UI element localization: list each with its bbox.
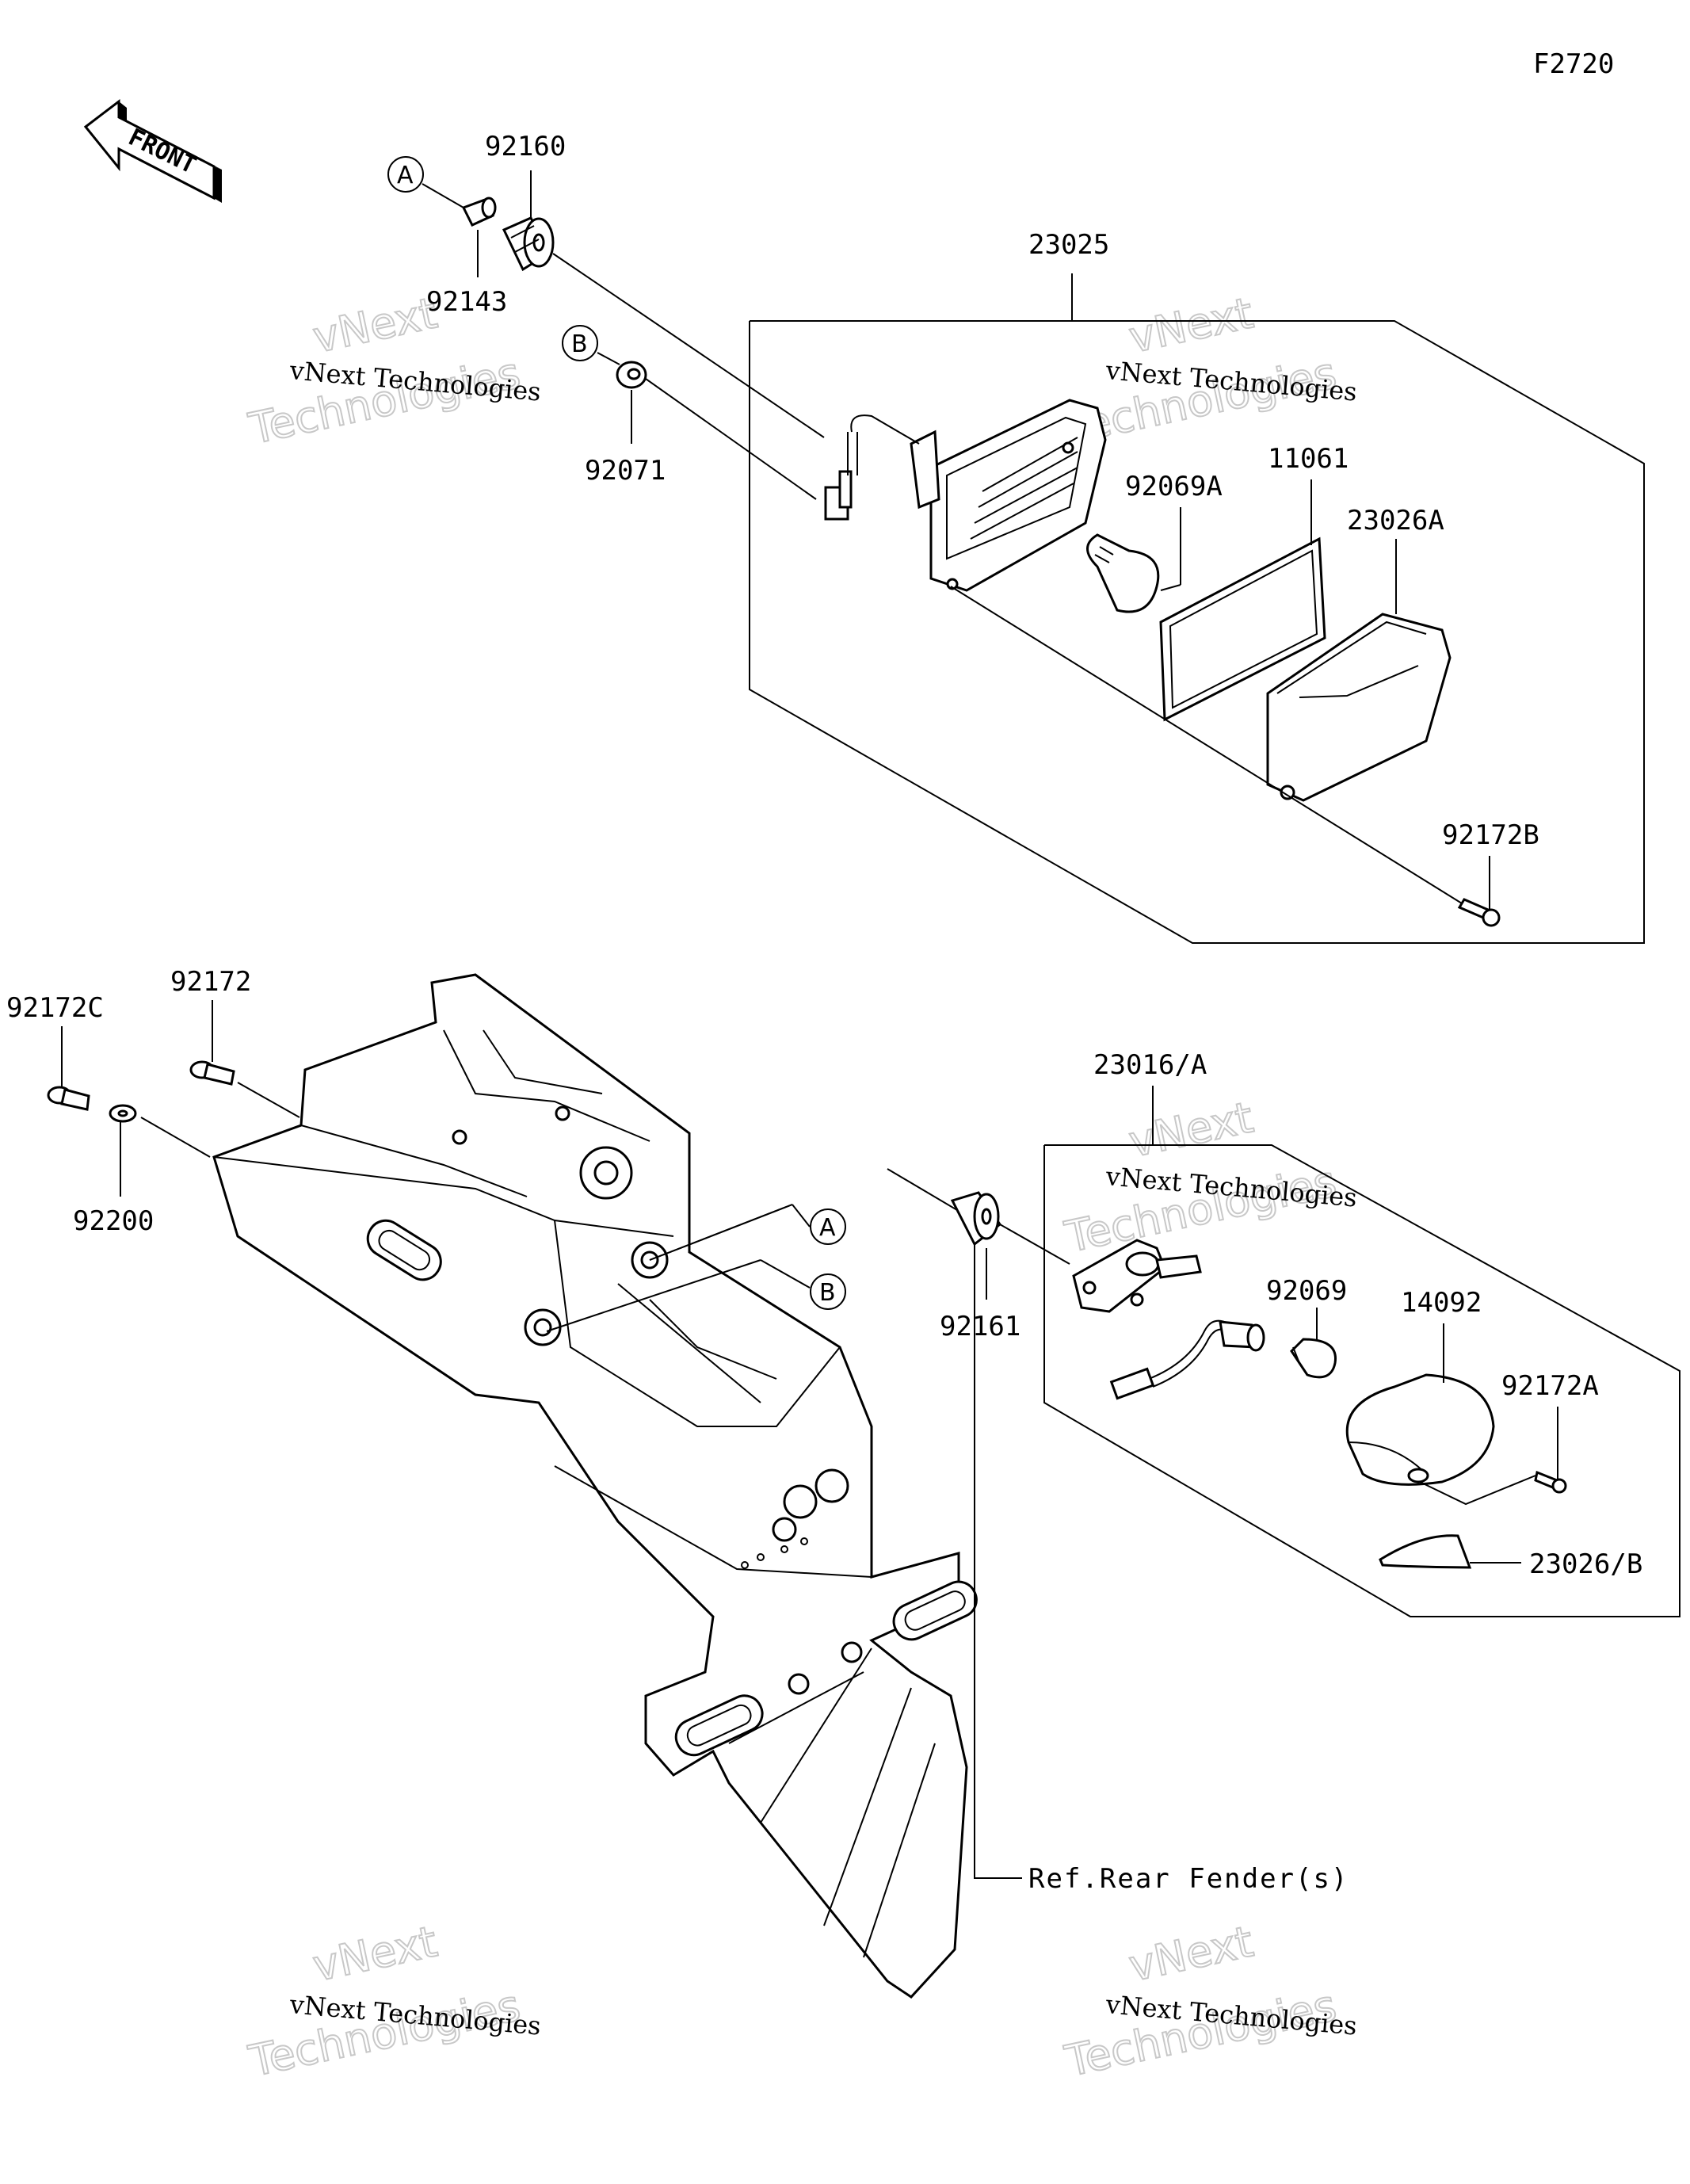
ref-circle-a-top: A (387, 156, 424, 193)
label-92172a: 92172A (1501, 1370, 1599, 1402)
bulb-92069 (1290, 1338, 1337, 1379)
rear-fender-bracket (212, 973, 978, 1999)
svg-text:A: A (397, 162, 414, 189)
label-11061: 11061 (1268, 443, 1349, 475)
watermark-top-right: vNext Technologies vNext Technologies (1060, 287, 1359, 455)
washer-92200 (109, 1104, 137, 1123)
tail-lamp-housing (824, 399, 1107, 592)
bulb-92069a (1086, 533, 1160, 613)
bolt-92172c (47, 1086, 90, 1111)
label-92172b: 92172B (1442, 819, 1539, 851)
svg-text:vNext: vNext (309, 1916, 441, 1991)
ref-rear-fender-note: Ref.Rear Fender(s) (1028, 1863, 1349, 1895)
svg-text:vNext: vNext (1125, 1916, 1257, 1991)
lamp-socket-holder (1072, 1239, 1202, 1313)
grommet-92161 (950, 1191, 1002, 1247)
label-92172c: 92172C (6, 992, 104, 1024)
diagram-code: F2720 (1533, 48, 1614, 80)
reflector-23026b (1379, 1534, 1472, 1569)
label-92143: 92143 (426, 286, 507, 318)
watermark-mid-right: vNext Technologies vNext Technologies (1060, 1091, 1359, 1263)
label-92161: 92161 (940, 1311, 1020, 1342)
ref-circle-b-top: B (562, 325, 598, 361)
svg-text:vNext: vNext (1125, 288, 1257, 362)
label-92160: 92160 (485, 131, 566, 162)
watermark-top-left: vNext Technologies vNext Technologies (244, 287, 543, 455)
wire-harness-socket (1109, 1319, 1265, 1400)
svg-text:B: B (571, 330, 588, 358)
label-92172: 92172 (170, 966, 251, 998)
screw-92172a (1534, 1470, 1567, 1494)
label-92071: 92071 (585, 455, 666, 487)
watermark-bottom-left: vNext Technologies vNext Technologies (244, 1915, 543, 2087)
svg-text:A: A (819, 1214, 836, 1242)
label-92069a: 92069A (1125, 471, 1223, 502)
washer-92071 (616, 361, 647, 389)
bolt-92172 (189, 1060, 235, 1086)
label-92200: 92200 (73, 1205, 154, 1237)
label-23026b: 23026/B (1529, 1548, 1642, 1580)
lens-14092 (1345, 1373, 1495, 1486)
label-92069: 92069 (1266, 1275, 1347, 1307)
label-23025: 23025 (1028, 229, 1109, 261)
ref-circle-b-bottom: B (810, 1273, 846, 1310)
gasket-11061 (1159, 536, 1326, 722)
svg-text:vNext: vNext (1125, 1092, 1257, 1166)
assembly-box-23025 (749, 320, 1645, 944)
svg-text:vNext: vNext (309, 288, 441, 362)
label-23026a: 23026A (1347, 505, 1444, 536)
screw-92172b (1457, 898, 1501, 927)
watermark-bottom-right: vNext Technologies vNext Technologies (1060, 1915, 1359, 2087)
grommet-92160 (502, 216, 555, 272)
svg-text:B: B (819, 1279, 836, 1307)
label-23016a: 23016/A (1093, 1049, 1207, 1081)
front-direction-arrow-icon: FRONT (83, 98, 222, 203)
assembly-box-23016a (1043, 1144, 1680, 1617)
collar-92143 (461, 197, 497, 227)
ref-circle-a-bottom: A (810, 1208, 846, 1245)
label-14092: 14092 (1401, 1287, 1482, 1319)
